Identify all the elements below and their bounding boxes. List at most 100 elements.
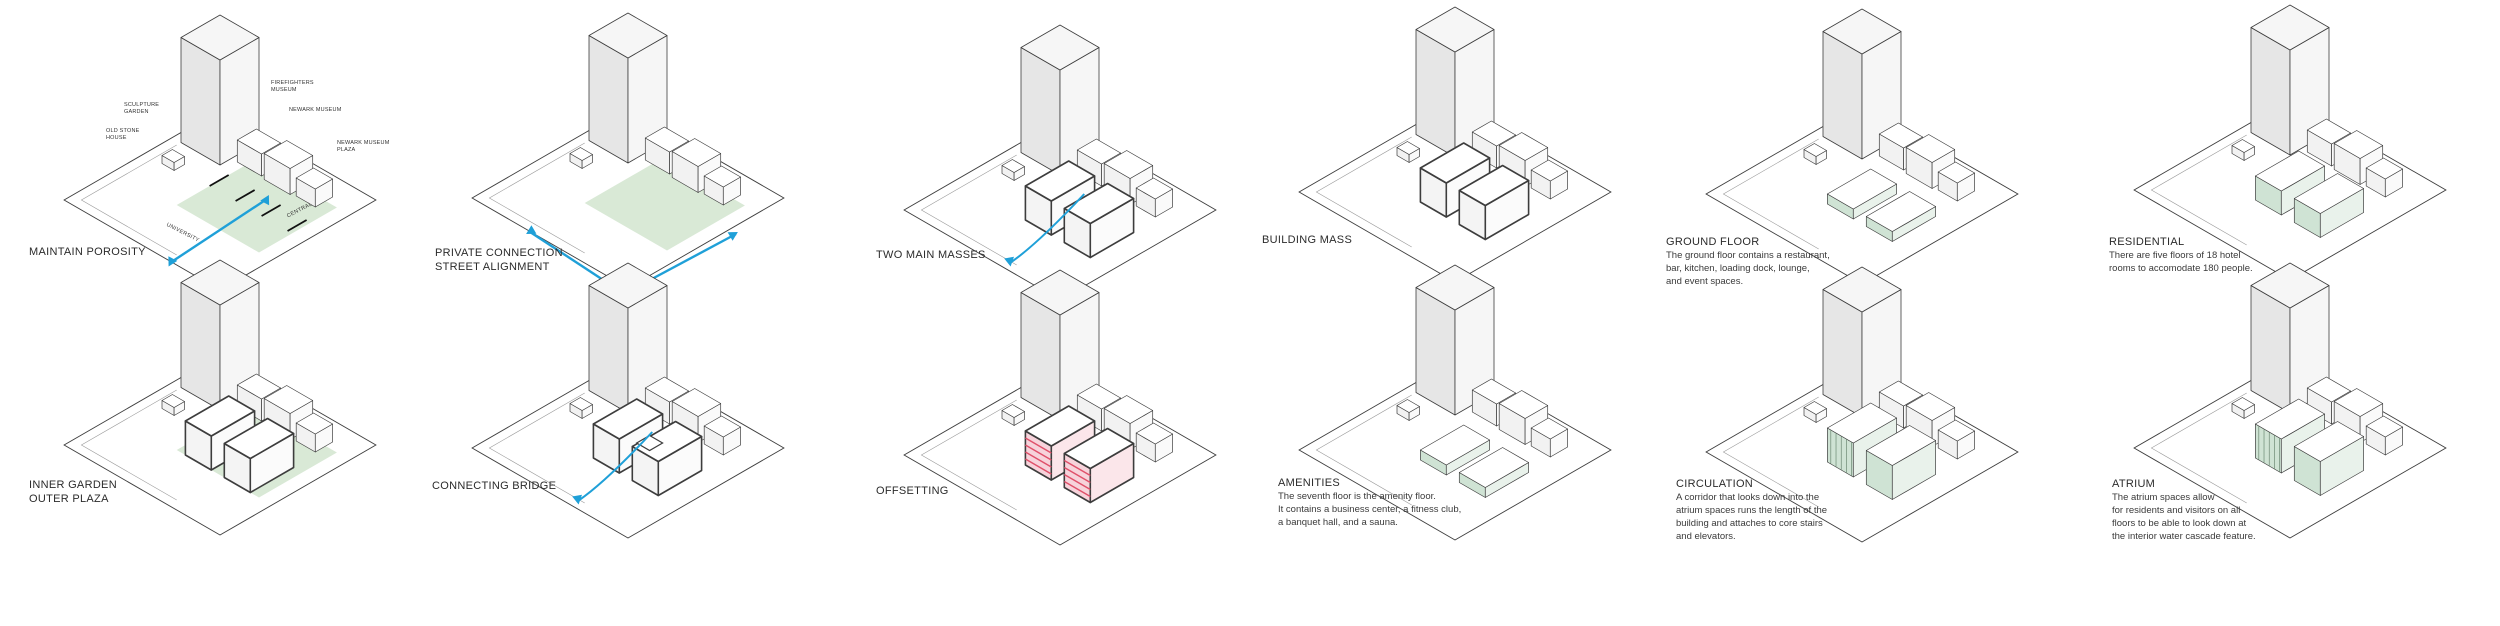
- offset-band: [1025, 451, 1052, 468]
- museum-block-a-face-top: [1878, 122, 1923, 149]
- stone-house-face-top: [1001, 159, 1025, 173]
- hotel-mass-west-face-top: [1419, 142, 1491, 184]
- porosity-gap-mark: [235, 189, 256, 202]
- museum-block-c-face-top: [1135, 422, 1173, 445]
- museum-block-c-face-top: [2365, 415, 2403, 438]
- flow-arrow-head: [572, 494, 582, 505]
- hotel-mass-east-face-top: [1865, 191, 1936, 232]
- site-label-sculpture-garden: SCULPTURE GARDEN: [124, 102, 160, 115]
- museum-block-c-face-top: [295, 412, 333, 435]
- museum-block-c-face-top: [295, 167, 333, 190]
- museum-block-b-face-top: [671, 138, 722, 167]
- existing-tower-face-top: [1020, 24, 1100, 71]
- porosity-arrow-tail: [168, 256, 178, 267]
- hotel-mass-west-face-top: [1827, 168, 1897, 210]
- museum-block-a-face-top: [1076, 138, 1121, 165]
- alignment-arrow-secondary: [640, 232, 737, 287]
- hotel-mass-east-face-top: [2293, 173, 2364, 214]
- museum-block-a-face-top: [644, 126, 689, 153]
- museum-block-c-face-top: [1530, 417, 1568, 440]
- site-label-newark-museum-plaza: NEWARK MUSEUM PLAZA: [337, 140, 390, 153]
- museum-block-b-face-top: [263, 385, 314, 414]
- stone-house-face-top: [1396, 141, 1420, 155]
- museum-block-b-face-top: [2333, 130, 2384, 159]
- hotel-mass-west-face-top: [2255, 398, 2325, 440]
- plaza-area: [584, 158, 745, 251]
- porosity-gap-mark: [209, 174, 230, 187]
- museum-block-a-face-top: [1878, 380, 1923, 407]
- museum-block-b-face-top: [1103, 395, 1154, 424]
- panel-drawing-circulation: [1705, 266, 2019, 543]
- panel-drawing-private-connection: [471, 12, 785, 297]
- offset-band: [1063, 459, 1091, 477]
- stone-house-face-top: [1803, 401, 1827, 415]
- hotel-mass-west-face-top: [592, 398, 664, 440]
- hotel-mass-east-face-top: [1865, 425, 1936, 466]
- hotel-mass-east-face-top: [2293, 421, 2364, 462]
- street-edge: [2150, 134, 2247, 246]
- museum-block-c-face-top: [1530, 159, 1568, 182]
- panel-drawing-residential: [2133, 4, 2447, 281]
- street-edge: [2150, 392, 2247, 504]
- existing-tower-face-top: [1822, 266, 1902, 313]
- museum-block-a-face-top: [2306, 376, 2351, 403]
- museum-block-b-face-top: [2333, 388, 2384, 417]
- panel-drawing-building-mass: [1298, 6, 1612, 283]
- offset-band: [1063, 480, 1091, 498]
- alignment-arrow-secondary-tail: [727, 232, 738, 241]
- offset-band: [1063, 473, 1091, 491]
- street-edge: [920, 399, 1017, 511]
- flow-arrow: [1010, 193, 1085, 264]
- existing-tower-face-top: [180, 259, 260, 306]
- existing-tower-face-top: [180, 14, 260, 61]
- hotel-mass-west-face-top: [1024, 160, 1096, 202]
- panel-title-two-main-masses: TWO MAIN MASSES: [876, 249, 986, 261]
- hotel-mass-east-face-top: [1063, 427, 1135, 470]
- porosity-arrow-head: [260, 195, 270, 206]
- museum-block-a-face-top: [1471, 378, 1516, 405]
- museum-block-b-face-top: [263, 140, 314, 169]
- hotel-mass-west-face-top: [2255, 150, 2325, 192]
- street-edge: [1315, 136, 1412, 248]
- site-label-newark-museum: NEWARK MUSEUM: [289, 107, 342, 113]
- stone-house-face-top: [2231, 397, 2255, 411]
- porosity-gap-mark: [287, 219, 308, 232]
- museum-block-a-face-top: [2306, 118, 2351, 145]
- street-edge: [488, 142, 585, 254]
- museum-block-b-face-top: [671, 388, 722, 417]
- porosity-gap-mark: [261, 204, 282, 217]
- panel-title-residential: RESIDENTIAL: [2109, 236, 2185, 248]
- panel-drawing-connecting-bridge: [471, 262, 785, 539]
- street-edge: [1722, 138, 1819, 250]
- porosity-arrow: [169, 197, 268, 264]
- panel-title-private-connection: PRIVATE CONNECTION STREET ALIGNMENT: [435, 247, 563, 273]
- street-edge: [920, 154, 1017, 266]
- offset-band: [1025, 444, 1052, 461]
- museum-block-a-face-top: [1076, 383, 1121, 410]
- museum-block-a-face-top: [236, 128, 281, 155]
- hotel-mass-west-face-top: [1827, 402, 1897, 444]
- panel-drawing-atrium: [2133, 262, 2447, 539]
- museum-block-b-face-top: [1905, 134, 1956, 163]
- panel-drawing-offsetting: [903, 269, 1217, 546]
- panel-drawing-two-main-masses: [903, 24, 1217, 301]
- stone-house-face-top: [1803, 143, 1827, 157]
- street-edge: [80, 389, 177, 501]
- hotel-mass-east-face-top: [1458, 164, 1530, 207]
- museum-block-b-face-top: [1498, 390, 1549, 419]
- existing-tower-face-top: [588, 262, 668, 309]
- existing-tower-face-top: [588, 12, 668, 59]
- street-edge: [488, 392, 585, 504]
- panel-desc-amenities: The seventh floor is the amenity floor. …: [1278, 491, 1462, 528]
- museum-block-a-face-top: [644, 376, 689, 403]
- existing-tower-face-top: [1822, 8, 1902, 55]
- site-label-firefighters-museum: FIREFIGHTERS MUSEUM: [271, 80, 314, 93]
- panel-title-inner-garden: INNER GARDEN OUTER PLAZA: [29, 479, 117, 505]
- stone-house-face-top: [161, 394, 185, 408]
- museum-block-c-face-top: [1937, 161, 1975, 184]
- panel-desc-circulation: A corridor that looks down into the atri…: [1676, 492, 1828, 542]
- flow-arrow-head: [1004, 256, 1014, 267]
- panel-drawing-maintain-porosity: [63, 14, 377, 291]
